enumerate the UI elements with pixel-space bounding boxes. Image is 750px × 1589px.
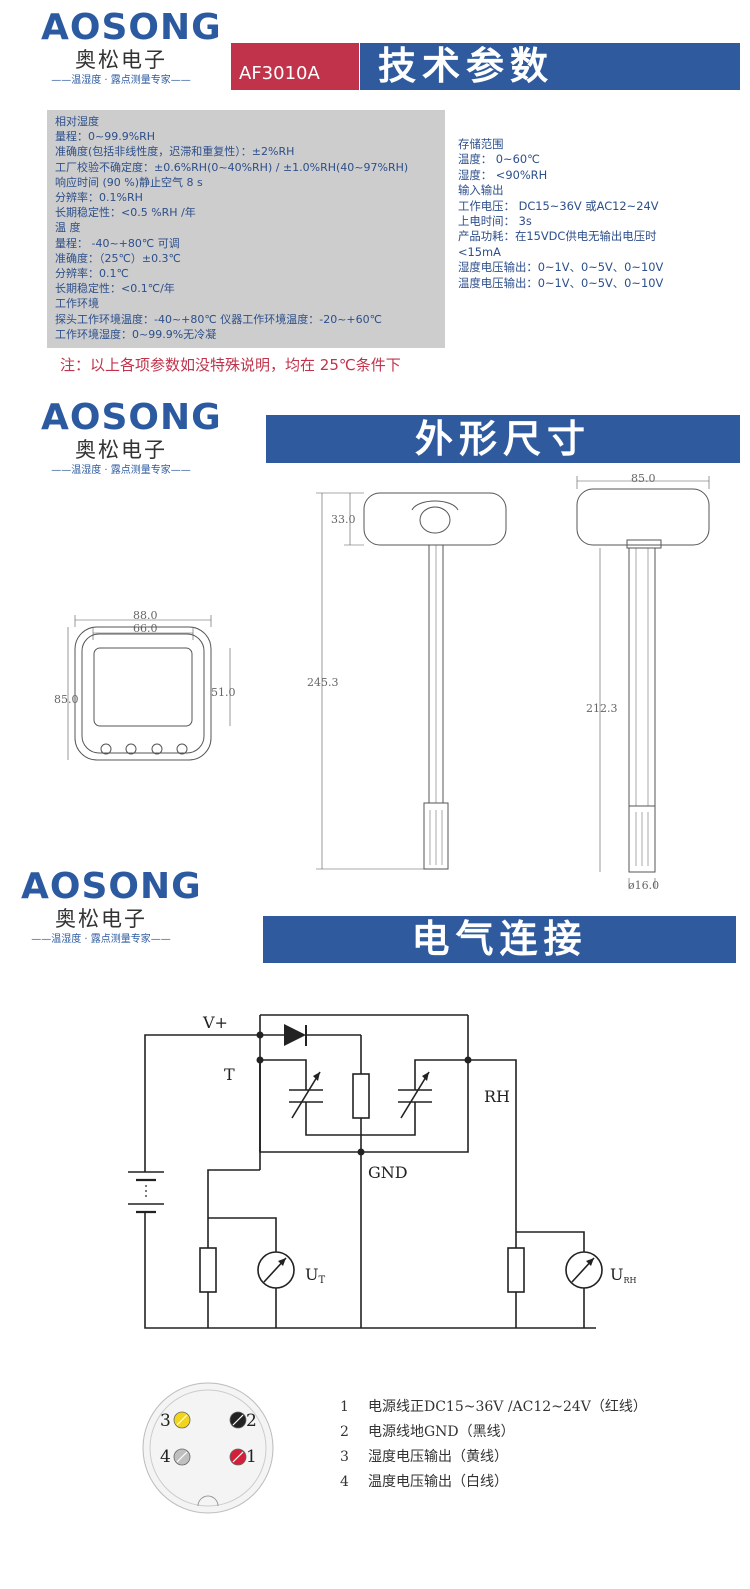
model-badge: AF3010A [231, 43, 359, 90]
label-urh: URH [610, 1265, 637, 1285]
dimensions-title: 外形尺寸 [414, 417, 591, 461]
spec-right-line: 湿度电压输出：0~1V、0~5V、0~10V [458, 260, 664, 275]
dim-side-total-length: 245.3 [307, 676, 339, 689]
label-urh-sub: RH [623, 1276, 636, 1285]
specs-title: 技术参数 [378, 44, 555, 88]
spec-right-line: 存储范围 [458, 137, 504, 151]
label-ut: UT [305, 1265, 325, 1286]
label-ut-sub: T [318, 1275, 325, 1286]
logo-brand: AOSONG [41, 7, 222, 48]
spec-left-line: 分辨率：0.1%RH [55, 191, 143, 205]
spec-left-line: 长期稳定性：<0.5 %RH /年 [55, 206, 196, 220]
spec-right-line: 温度电压输出：0~1V、0~5V、0~10V [458, 275, 664, 290]
spec-right-line: 湿度： <90%RH [458, 167, 548, 182]
logo-name-cn: 奥松电子 [75, 48, 167, 72]
spec-left-line: 量程： -40~+80℃ 可调 [55, 236, 180, 250]
spec-right-line: 温度： 0~60℃ [458, 152, 540, 167]
label-gnd: GND [368, 1163, 408, 1182]
pin-legend-item: 3 湿度电压输出（黄线） [340, 1446, 508, 1466]
specs-banner: 技术参数 [360, 43, 740, 90]
pin-legend-item: 1 电源线正DC15~36V /AC12~24V（红线） [340, 1396, 647, 1416]
pin-4-number: 4 [160, 1447, 171, 1467]
pin-legend-desc: 温度电压输出（白线） [368, 1474, 508, 1490]
electrical-banner: 电气连接 [263, 916, 736, 963]
spec-right-line: 产品功耗：在15VDC供电无输出电压时 [458, 229, 657, 244]
spec-left-line: 响应时间 (90 %)静止空气 8 s [55, 175, 203, 189]
logo-name-cn: 奥松电子 [75, 438, 167, 462]
spec-left-line: 温 度 [55, 221, 81, 235]
electrical-title: 电气连接 [411, 917, 588, 961]
logo-tagline: ——温湿度 · 露点测量专家—— [51, 465, 191, 476]
label-rh: RH [484, 1087, 510, 1106]
pin-legend-desc: 电源线正DC15~36V /AC12~24V（红线） [368, 1399, 647, 1415]
spec-left-line: 探头工作环境温度：-40~+80℃ 仪器工作环境温度：-20~+60℃ [55, 312, 382, 326]
spec-right-line: 输入输出 [458, 183, 504, 198]
pin-legend-desc: 电源线地GND（黑线） [368, 1424, 515, 1440]
spec-right-line: <15mA [458, 244, 501, 259]
pin-legend-number: 1 [340, 1399, 349, 1415]
dim-front-width-outer: 88.0 [133, 609, 158, 622]
front-view [67, 615, 231, 761]
spec-left-line: 准确度：（25℃）±0.3℃ [55, 251, 181, 265]
logo-aosong-3: AOSONG 奥松电子 ——温湿度 · 露点测量专家—— [21, 866, 202, 949]
logo-tagline: ——温湿度 · 露点测量专家—— [51, 75, 191, 86]
model-number: AF3010A [239, 63, 320, 84]
dimensions-banner: 外形尺寸 [266, 415, 740, 463]
dim-front-width-inner: 66.0 [133, 622, 158, 635]
back-view [576, 476, 710, 888]
spec-left-line: 量程：0~99.9%RH [55, 130, 156, 144]
logo-brand: AOSONG [21, 866, 202, 907]
dimensions-drawing: 88.0 66.0 85.0 51.0 33.0 245.3 85.0 212.… [54, 472, 710, 890]
logo-brand: AOSONG [41, 397, 222, 438]
spec-left-line: 准确度(包括非线性度，迟滞和重复性）：±2%RH [55, 145, 295, 159]
spec-left-line: 工作环境湿度：0~99.9%无冷凝 [55, 327, 217, 341]
pin-legend-number: 2 [340, 1424, 349, 1440]
dim-side-head-height: 33.0 [331, 513, 356, 526]
pin-legend-item: 2 电源线地GND（黑线） [340, 1421, 515, 1441]
pin-4-slash [176, 1451, 188, 1463]
circuit-diagram: V+ T RH GND UT URH [128, 1013, 637, 1329]
spec-note: 注：以上各项参数如没特殊说明，均在 25℃条件下 [60, 356, 401, 374]
pin-2-number: 2 [246, 1411, 257, 1431]
pin-1-slash [232, 1451, 244, 1463]
logo-name-cn: 奥松电子 [55, 907, 147, 931]
dim-back-probe-length: 212.3 [586, 702, 618, 715]
pin-3-slash [176, 1414, 188, 1426]
connector-pinout: 1 2 3 4 [142, 1382, 274, 1514]
dim-front-height-outer: 85.0 [54, 693, 79, 706]
pin-legend-desc: 湿度电压输出（黄线） [368, 1449, 508, 1465]
label-vplus: V+ [202, 1013, 228, 1032]
pin-2-slash [232, 1414, 244, 1426]
logo-aosong-2: AOSONG 奥松电子 ——温湿度 · 露点测量专家—— [41, 397, 222, 480]
label-t: T [224, 1065, 235, 1084]
dim-front-height-inner: 51.0 [211, 686, 236, 699]
pin-3-number: 3 [160, 1411, 171, 1431]
pin-1-number: 1 [246, 1447, 257, 1467]
spec-left-line: 工作环境 [55, 297, 99, 311]
pin-legend-number: 4 [340, 1474, 349, 1490]
spec-left-line: 分辨率：0.1℃ [55, 267, 129, 281]
dim-probe-diameter: ø16.0 [628, 879, 659, 890]
spec-left-line: 相对湿度 [55, 115, 99, 128]
side-view [316, 492, 507, 870]
spec-right-line: 工作电压： DC15~36V 或AC12~24V [458, 198, 659, 213]
dim-back-width: 85.0 [631, 472, 656, 485]
spec-right-line: 上电时间： 3s [458, 214, 532, 229]
spec-left-line: 长期稳定性：<0.1℃/年 [55, 282, 175, 296]
logo-aosong: AOSONG 奥松电子 ——温湿度 · 露点测量专家—— [41, 7, 222, 90]
spec-left-line: 工厂校验不确定度：±0.6%RH(0~40%RH) / ±1.0%RH(40~9… [55, 160, 409, 174]
pin-legend-item: 4 温度电压输出（白线） [340, 1471, 508, 1491]
pin-legend-number: 3 [340, 1449, 349, 1465]
logo-tagline: ——温湿度 · 露点测量专家—— [31, 934, 171, 945]
